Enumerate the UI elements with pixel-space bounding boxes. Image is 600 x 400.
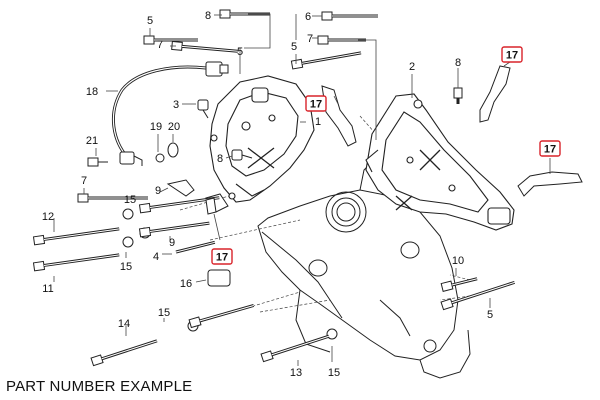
highlight-callout-h-17c: 17 bbox=[539, 140, 561, 157]
front-bracket-part-1 bbox=[209, 75, 315, 203]
bracket-strips-part-17 bbox=[205, 65, 583, 215]
highlight-box bbox=[501, 46, 523, 63]
callout-c-2: 2 bbox=[409, 61, 415, 73]
sensor-cable-part-18 bbox=[111, 61, 229, 166]
callout-c-9a: 9 bbox=[155, 185, 161, 197]
callout-c-3: 3 bbox=[173, 99, 179, 111]
callout-c-8c: 8 bbox=[217, 153, 223, 165]
callout-c-14: 14 bbox=[118, 318, 130, 330]
callout-c-9b: 9 bbox=[169, 237, 175, 249]
callout-c-21: 21 bbox=[86, 135, 98, 147]
callout-c-18: 18 bbox=[86, 86, 98, 98]
callout-c-15d: 15 bbox=[328, 367, 340, 379]
callout-c-12: 12 bbox=[42, 211, 54, 223]
highlight-label: 17 bbox=[506, 50, 518, 62]
highlight-label: 17 bbox=[310, 99, 322, 111]
callout-leaders bbox=[53, 13, 551, 366]
callout-c-13: 13 bbox=[290, 367, 302, 379]
bolts bbox=[32, 9, 516, 367]
callout-c-15b: 15 bbox=[120, 261, 132, 273]
highlight-box bbox=[305, 95, 327, 112]
callout-c-4: 4 bbox=[153, 251, 159, 263]
highlight-box bbox=[211, 248, 233, 265]
callout-c-15c: 15 bbox=[158, 307, 170, 319]
callout-c-7b: 7 bbox=[307, 33, 313, 45]
highlighted-callouts: 17 17 17 17 bbox=[211, 46, 561, 265]
callout-c-7a: 7 bbox=[157, 39, 163, 51]
callout-c-15a: 15 bbox=[124, 194, 136, 206]
callout-c-1: 1 bbox=[315, 116, 321, 128]
callout-c-20: 20 bbox=[168, 121, 180, 133]
callout-c-16: 16 bbox=[180, 278, 192, 290]
highlight-callout-h-17a: 17 bbox=[305, 95, 327, 112]
callout-c-8b: 8 bbox=[455, 57, 461, 69]
timing-cover-part-2 bbox=[365, 93, 515, 231]
callout-c-19: 19 bbox=[150, 121, 162, 133]
callout-c-5c: 5 bbox=[291, 41, 297, 53]
callout-c-5a: 5 bbox=[147, 15, 153, 27]
callout-c-6: 6 bbox=[305, 11, 311, 23]
callout-c-10: 10 bbox=[452, 255, 464, 267]
highlight-label: 17 bbox=[216, 252, 228, 264]
caption-part-number-example: PART NUMBER EXAMPLE bbox=[6, 378, 193, 395]
callout-c-8a: 8 bbox=[205, 10, 211, 22]
callout-c-11: 11 bbox=[42, 283, 53, 295]
callout-c-5d: 5 bbox=[487, 309, 493, 321]
callout-c-5b: 5 bbox=[237, 46, 243, 58]
highlight-callout-h-17d: 17 bbox=[211, 248, 233, 265]
callout-c-7c: 7 bbox=[81, 175, 87, 187]
highlight-label: 17 bbox=[544, 144, 556, 156]
highlight-box bbox=[539, 140, 561, 157]
highlight-callout-h-17b: 17 bbox=[501, 46, 523, 63]
